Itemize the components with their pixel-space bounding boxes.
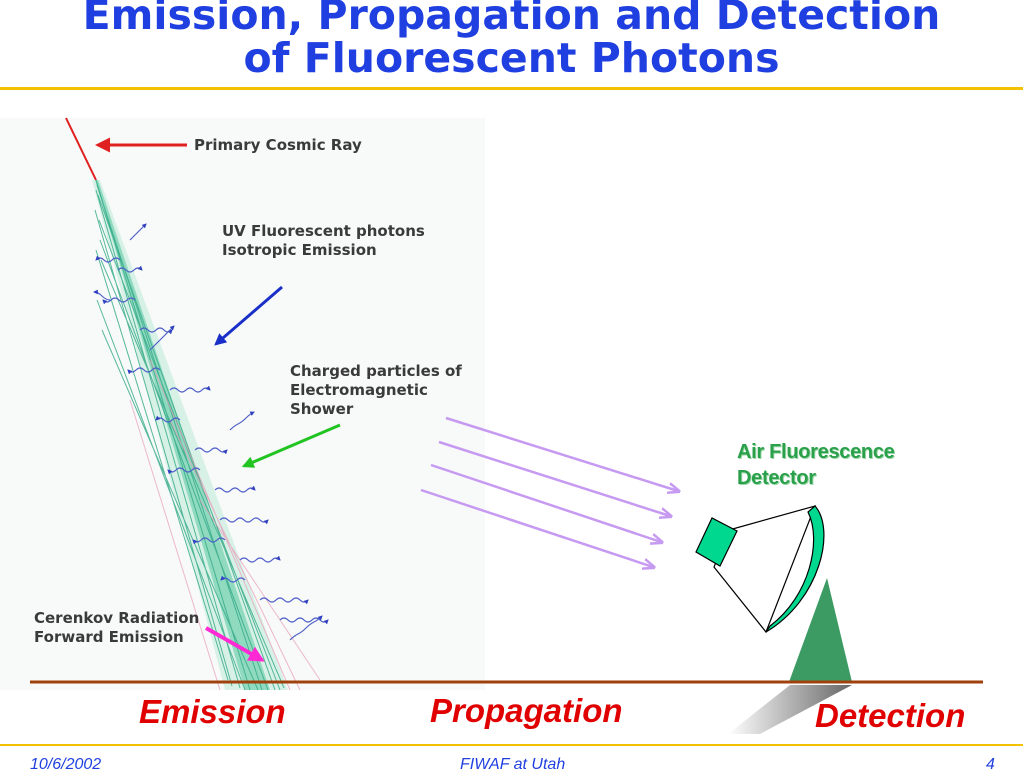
air-shower bbox=[92, 179, 321, 691]
primary-ray-track bbox=[65, 117, 97, 181]
footer-title: FIWAF at Utah bbox=[460, 756, 566, 773]
shower-tracks bbox=[94, 179, 285, 691]
charged-particles-label: Charged particles of Electromagnetic Sho… bbox=[290, 362, 462, 418]
footer-date: 10/6/2002 bbox=[30, 756, 102, 773]
air-fluorescence-detector-label: Air Fluorescence Detector bbox=[737, 441, 895, 489]
title-line-1: Emission, Propagation and Detection bbox=[82, 0, 941, 39]
air-fluorescence-detector bbox=[695, 505, 825, 634]
fluorescent-photon-wiggles bbox=[93, 223, 329, 641]
stage-emission: Emission bbox=[139, 693, 286, 730]
cerenkov-arrow bbox=[205, 626, 265, 662]
top-rule bbox=[0, 87, 1023, 90]
bottom-rule bbox=[0, 744, 1023, 746]
propagation-arrow-2 bbox=[438, 440, 670, 516]
uv-photons-arrow bbox=[214, 285, 283, 346]
slide-title: Emission, Propagation and Detection of F… bbox=[0, 0, 1023, 80]
propagation-arrow-1 bbox=[445, 416, 678, 491]
title-line-2: of Fluorescent Photons bbox=[243, 34, 780, 82]
detector-mount bbox=[789, 578, 852, 682]
primary-cosmic-ray-label: Primary Cosmic Ray bbox=[194, 136, 362, 154]
propagation-arrows bbox=[420, 416, 678, 567]
detector-housing bbox=[713, 505, 816, 634]
detector-mirror bbox=[765, 505, 825, 633]
detector-camera bbox=[695, 517, 738, 567]
stage-propagation: Propagation bbox=[430, 692, 623, 729]
cerenkov-radiation-label: Cerenkov Radiation Forward Emission bbox=[34, 609, 200, 646]
stage-detection: Detection bbox=[815, 697, 966, 734]
charged-particles-arrow bbox=[241, 423, 341, 468]
propagation-arrow-3 bbox=[430, 463, 661, 542]
shower-scatter bbox=[129, 359, 321, 691]
detector-shadow bbox=[728, 685, 852, 734]
uv-fluorescent-label: UV Fluorescent photons Isotropic Emissio… bbox=[222, 222, 425, 259]
propagation-arrow-4 bbox=[420, 488, 653, 567]
footer-page-number: 4 bbox=[986, 756, 995, 773]
